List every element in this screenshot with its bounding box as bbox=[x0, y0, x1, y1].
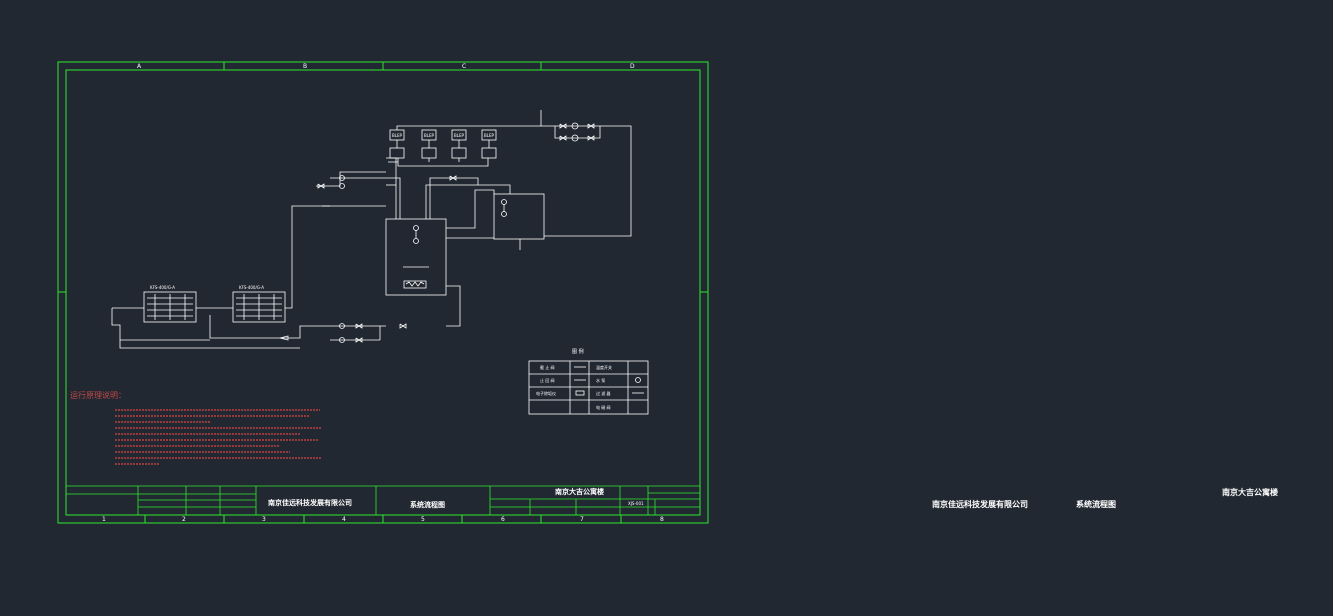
zone-label-top: A bbox=[137, 63, 142, 70]
zone-label-bottom: 4 bbox=[342, 516, 346, 523]
notes-body bbox=[115, 409, 322, 465]
title-project: 南京大吉公寓楼 bbox=[555, 487, 604, 496]
zone-label-bottom: 2 bbox=[182, 516, 186, 523]
zone-label-top: D bbox=[630, 63, 635, 70]
zone-label-bottom: 8 bbox=[660, 516, 664, 523]
zone-label-top: B bbox=[303, 63, 307, 70]
title-drawing-name: 系统流程图 bbox=[410, 500, 445, 509]
legend-item: 止 回 阀 bbox=[540, 377, 555, 383]
legend-table bbox=[528, 360, 649, 415]
zone-label-bottom: 5 bbox=[421, 516, 425, 523]
legend-item: 温度开关 bbox=[596, 364, 612, 370]
chiller-label: KFS-400/G-A bbox=[150, 285, 175, 290]
zone-label-top: C bbox=[462, 63, 466, 70]
legend-item: 电子除垢仪 bbox=[536, 390, 556, 396]
legend-item: 电 磁 阀 bbox=[596, 404, 611, 410]
zone-label-bottom: 3 bbox=[262, 516, 266, 523]
notes-title: 运行原理说明： bbox=[70, 390, 126, 400]
external-drawing-name: 系统流程图 bbox=[1076, 499, 1116, 509]
zone-label-bottom: 6 bbox=[501, 516, 505, 523]
unit-label: BLEP bbox=[424, 133, 435, 138]
title-block bbox=[66, 485, 700, 515]
legend-item: 截 止 阀 bbox=[540, 364, 555, 370]
unit-label: BLEP bbox=[392, 133, 403, 138]
process-piping bbox=[111, 110, 632, 349]
unit-label: BLEP bbox=[484, 133, 495, 138]
external-company-label: 南京佳远科技发展有限公司 bbox=[932, 499, 1028, 509]
title-company: 南京佳远科技发展有限公司 bbox=[268, 498, 352, 507]
legend-item: 水 泵 bbox=[596, 377, 605, 383]
title-drawing-no: XJS-001 bbox=[628, 501, 644, 506]
external-project-label: 南京大吉公寓楼 bbox=[1222, 487, 1278, 497]
drawing-frame bbox=[57, 61, 709, 524]
unit-label: BLEP bbox=[454, 133, 465, 138]
zone-label-bottom: 1 bbox=[102, 516, 106, 523]
legend-item: 过 滤 器 bbox=[596, 390, 611, 396]
chiller-label: KFS-400/G-A bbox=[239, 285, 264, 290]
zone-label-bottom: 7 bbox=[580, 516, 584, 523]
legend-title: 图 例 bbox=[572, 348, 584, 355]
